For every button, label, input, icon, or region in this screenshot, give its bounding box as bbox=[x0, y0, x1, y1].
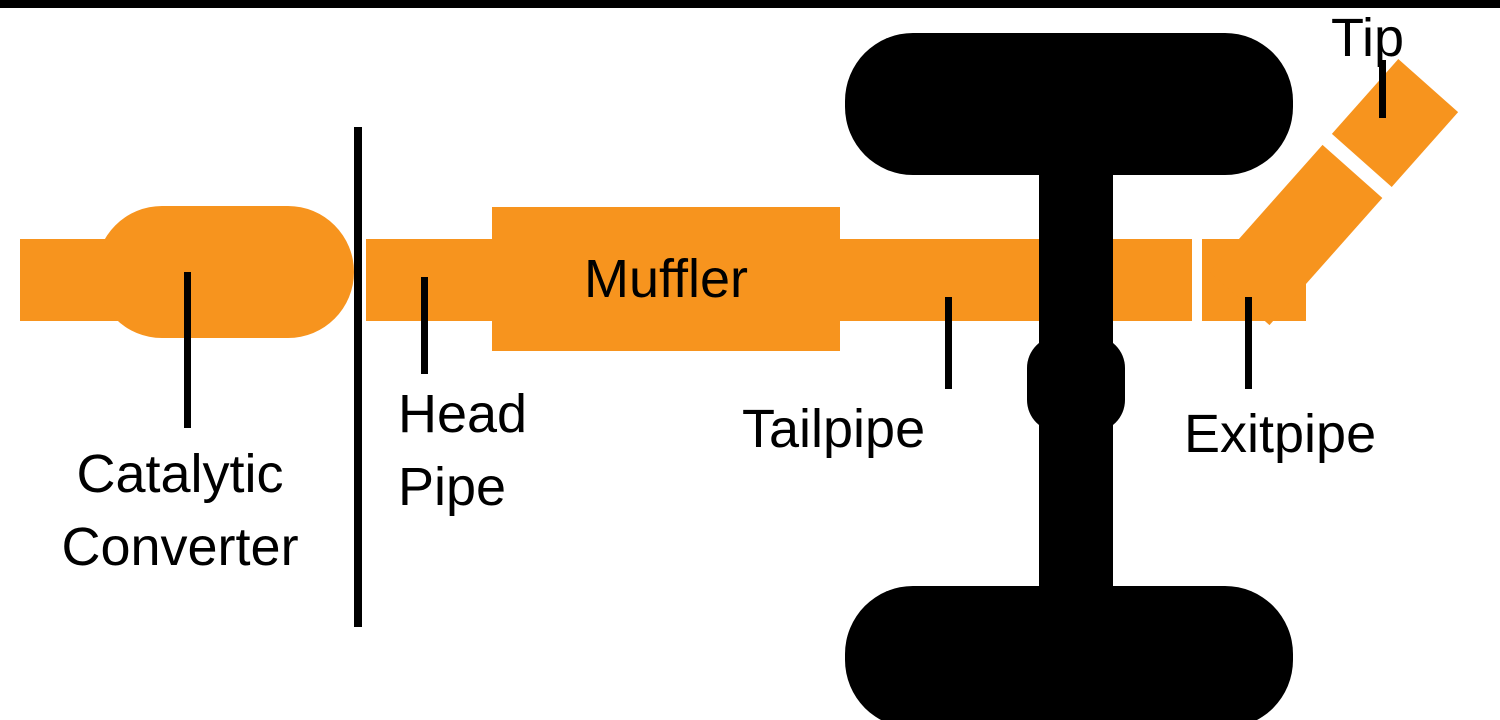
muffler-label: Muffler bbox=[583, 249, 749, 309]
muffler-shape: Muffler bbox=[492, 207, 840, 351]
catalytic-converter-label-line2: Converter bbox=[61, 516, 299, 577]
head-pipe-shape bbox=[366, 239, 492, 321]
catalytic-converter-shape bbox=[96, 206, 354, 338]
frame-bottom-rail bbox=[0, 0, 1500, 8]
exitpipe-leader-line bbox=[1245, 297, 1252, 389]
head-pipe-label-line1: Head bbox=[398, 384, 528, 444]
tip-label: Tip bbox=[1331, 8, 1405, 68]
catalytic-converter-label-line1: Catalytic bbox=[76, 444, 284, 504]
tip-leader-line bbox=[1379, 60, 1386, 118]
tailpipe-label: Tailpipe bbox=[742, 399, 926, 459]
tip-shape bbox=[1331, 59, 1459, 187]
tailpipe-shape bbox=[840, 239, 1192, 321]
catalytic-converter-leader-line bbox=[184, 272, 191, 428]
head-pipe-leader-line bbox=[421, 277, 428, 374]
tailpipe-leader-line bbox=[945, 297, 952, 389]
catalytic-converter-label: Catalytic Converter bbox=[20, 438, 340, 584]
exitpipe-label: Exitpipe bbox=[1184, 404, 1377, 464]
head-pipe-label-line2: Pipe bbox=[398, 456, 507, 517]
differential bbox=[1027, 336, 1125, 432]
head-pipe-label: Head Pipe bbox=[398, 378, 527, 524]
cab-divider-line bbox=[354, 127, 362, 627]
